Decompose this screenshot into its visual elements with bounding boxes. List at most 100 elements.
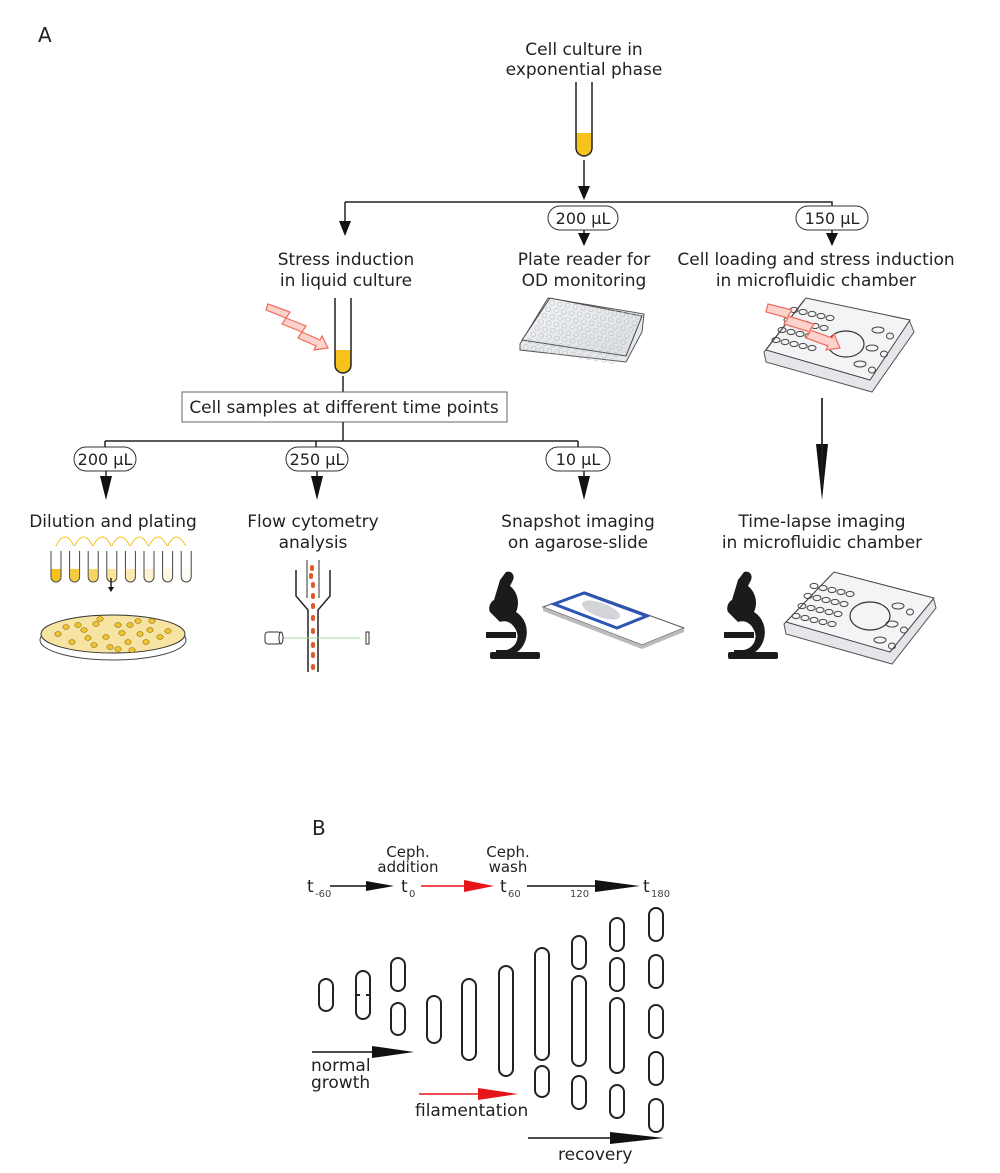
flow-cell xyxy=(309,573,313,579)
flow-cell xyxy=(311,664,315,670)
snapshot-label-line1: Snapshot imaging xyxy=(501,512,655,532)
colony xyxy=(102,634,110,640)
cell-samples-label: Cell samples at different time points xyxy=(189,398,499,418)
bacterial-cell xyxy=(648,954,664,989)
svg-text:120: 120 xyxy=(570,889,589,900)
panel-a-label: A xyxy=(38,23,52,47)
cell-progression xyxy=(318,907,664,1133)
plating-label: Dilution and plating xyxy=(29,512,197,532)
timepoint-120: 120 xyxy=(570,889,589,900)
bacterial-cell xyxy=(498,965,514,1077)
transfer-arc xyxy=(129,536,149,547)
bacterial-cell xyxy=(648,1098,664,1133)
colony xyxy=(134,618,142,624)
colony xyxy=(156,634,164,640)
colony xyxy=(114,646,122,652)
event-ceph-wash-2: wash xyxy=(489,858,528,876)
svg-text:200 µL: 200 µL xyxy=(78,450,133,469)
svg-text:60: 60 xyxy=(508,889,521,900)
bacterial-cell xyxy=(534,1065,550,1098)
flow-cell xyxy=(311,603,315,609)
dilution-tube xyxy=(143,551,155,583)
timepoint-t180: t 180 xyxy=(643,877,670,900)
volume-pill-plating: 200 µL xyxy=(73,446,137,472)
volume-pill-flow: 250 µL xyxy=(285,446,349,472)
dilution-tube xyxy=(50,551,62,583)
colony xyxy=(146,627,154,633)
microscope-icon xyxy=(724,571,778,659)
start-label-line1: Cell culture in xyxy=(525,40,642,60)
bacterial-cell xyxy=(461,978,477,1061)
colony xyxy=(68,639,76,645)
flow-cell xyxy=(311,652,315,658)
event-ceph-wash-1: Ceph. xyxy=(486,843,530,861)
flow-cytometer-icon xyxy=(264,560,370,672)
svg-text:t: t xyxy=(307,877,314,897)
colony xyxy=(128,647,136,653)
flow-cell xyxy=(311,593,315,599)
dilution-tube xyxy=(69,551,81,583)
event-ceph-addition-1: Ceph. xyxy=(386,843,430,861)
plate-reader-label-line2: OD monitoring xyxy=(522,271,647,291)
stress-tube-icon xyxy=(334,298,352,374)
colony xyxy=(148,618,156,624)
bacterial-cell xyxy=(648,1004,664,1039)
colony xyxy=(90,642,98,648)
colony xyxy=(62,624,70,630)
bacterial-cell xyxy=(571,935,587,970)
timelapse-label-line2: in microfluidic chamber xyxy=(722,533,922,553)
volume-pill-plate-reader: 200 µL xyxy=(547,205,619,231)
bacterial-cell xyxy=(609,997,625,1074)
colony xyxy=(118,630,126,636)
flow-label-line1: Flow cytometry xyxy=(247,512,378,532)
start-node: Cell culture in exponential phase xyxy=(506,40,662,157)
transfer-arc xyxy=(92,536,112,547)
cell-samples-box: Cell samples at different time points xyxy=(181,391,508,423)
bacterial-cell xyxy=(426,995,442,1044)
serial-dilution-icon xyxy=(50,536,192,583)
timepoint-t60: t 60 xyxy=(500,877,521,900)
colony xyxy=(124,639,132,645)
transfer-arc xyxy=(55,536,75,547)
colony xyxy=(80,627,88,633)
timepoint-t0: t 0 xyxy=(401,877,415,900)
timeline-arrow-normal xyxy=(330,881,394,891)
agarose-slide-icon xyxy=(541,591,686,649)
petri-dish-icon xyxy=(39,614,187,661)
panel-b-label: B xyxy=(312,816,326,840)
transfer-arc xyxy=(148,536,168,547)
bacterial-cell xyxy=(390,957,406,992)
timelapse-label-line1: Time-lapse imaging xyxy=(737,512,905,532)
event-ceph-addition-2: addition xyxy=(377,858,438,876)
microfluidic-chamber-icon xyxy=(763,297,915,393)
bacterial-cell xyxy=(648,907,664,942)
colony xyxy=(96,616,104,622)
svg-text:-60: -60 xyxy=(315,889,331,900)
flow-cell xyxy=(311,628,315,634)
dilution-tube xyxy=(180,551,192,583)
colony xyxy=(54,631,62,637)
snapshot-label-line2: on agarose-slide xyxy=(508,533,648,553)
volume-pill-microfluidic: 150 µL xyxy=(795,205,869,231)
bacterial-cell xyxy=(571,975,587,1067)
phase-normal-label-1: normal xyxy=(311,1056,371,1076)
well-plate-icon xyxy=(519,297,645,364)
phase-normal-label-2: growth xyxy=(311,1073,370,1093)
colony xyxy=(84,635,92,641)
flow-label-line2: analysis xyxy=(279,533,348,553)
bacterial-cell xyxy=(318,978,334,1012)
bacterial-cell xyxy=(609,917,625,952)
flow-cell xyxy=(311,582,315,588)
bacterial-cell xyxy=(571,1075,587,1110)
svg-text:250 µL: 250 µL xyxy=(290,450,345,469)
colony xyxy=(106,644,114,650)
bacterial-cell xyxy=(609,957,625,992)
colony xyxy=(114,622,122,628)
bacterial-cell xyxy=(648,1051,664,1086)
microfluidic-chamber-icon xyxy=(783,571,937,665)
transfer-arc xyxy=(167,536,187,547)
dilution-tube xyxy=(162,551,174,583)
culture-tube-icon xyxy=(575,82,593,157)
colony xyxy=(136,631,144,637)
